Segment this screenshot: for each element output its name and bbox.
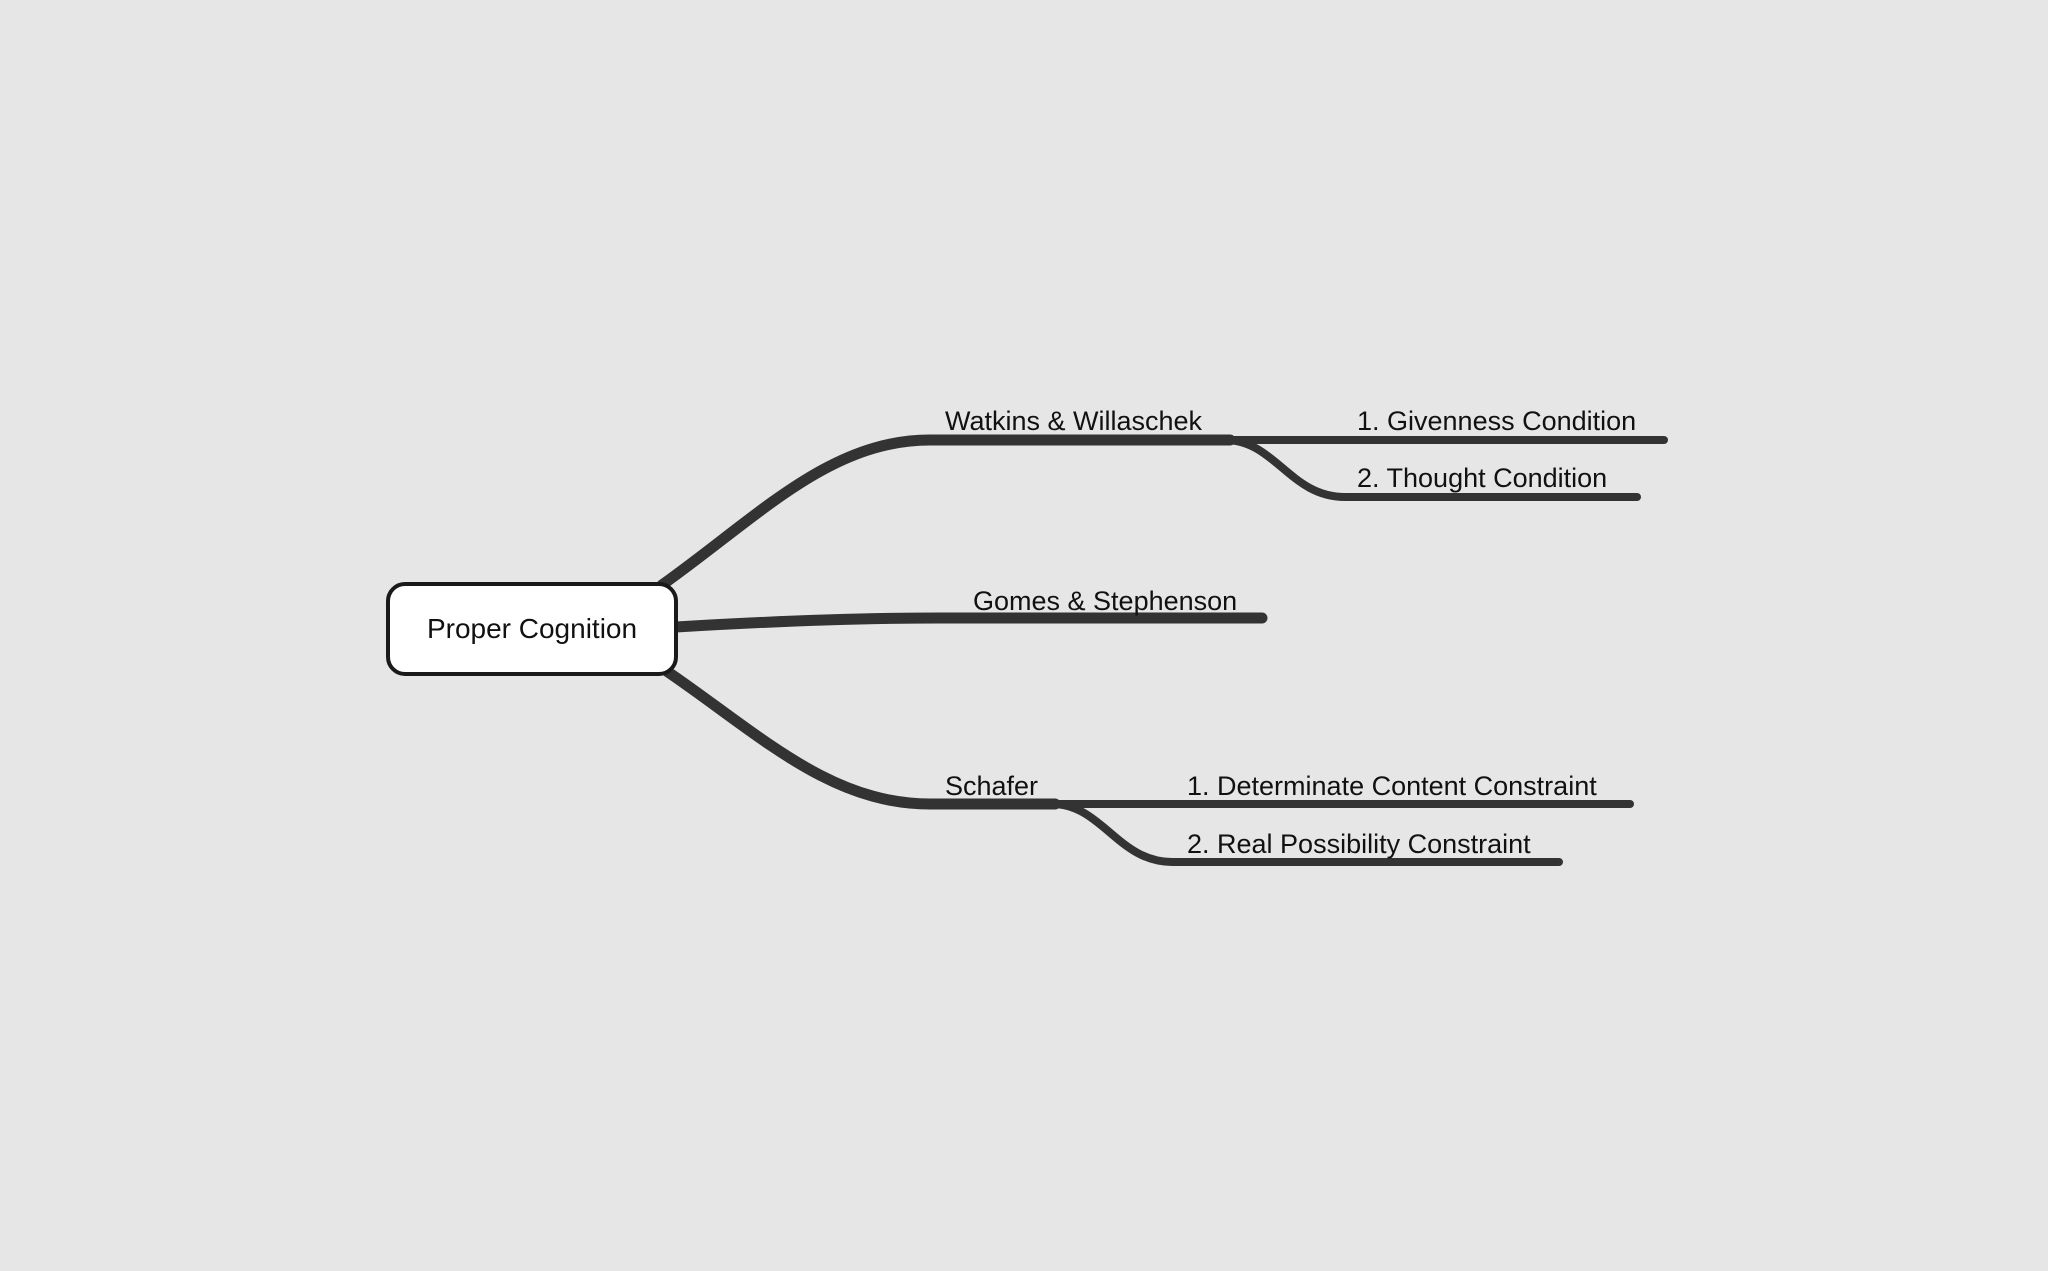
- root-node-label: Proper Cognition: [427, 613, 637, 644]
- branch-line-watkins-willaschek: [656, 434, 1236, 591]
- subbranch-label-givenness-condition[interactable]: 1. Givenness Condition: [1357, 406, 1636, 436]
- root-node[interactable]: Proper Cognition: [386, 582, 678, 676]
- subbranch-line-real-possibility-constraint: [1048, 800, 1563, 866]
- root-node-box: [386, 582, 678, 676]
- branch-line-gomes-stephenson: [670, 612, 1268, 633]
- branch-label-gomes-stephenson[interactable]: Gomes & Stephenson: [973, 586, 1237, 616]
- branch-line-schafer: [662, 666, 1061, 810]
- subbranch-label-real-possibility-constraint[interactable]: 2. Real Possibility Constraint: [1187, 829, 1531, 859]
- subbranch-label-thought-condition[interactable]: 2. Thought Condition: [1357, 463, 1607, 493]
- subbranch-label-determinate-content-constraint[interactable]: 1. Determinate Content Constraint: [1187, 771, 1597, 801]
- subbranch-line-thought-condition: [1221, 436, 1641, 501]
- branch-label-watkins-willaschek[interactable]: Watkins & Willaschek: [945, 406, 1203, 436]
- branch-label-schafer[interactable]: Schafer: [945, 771, 1038, 801]
